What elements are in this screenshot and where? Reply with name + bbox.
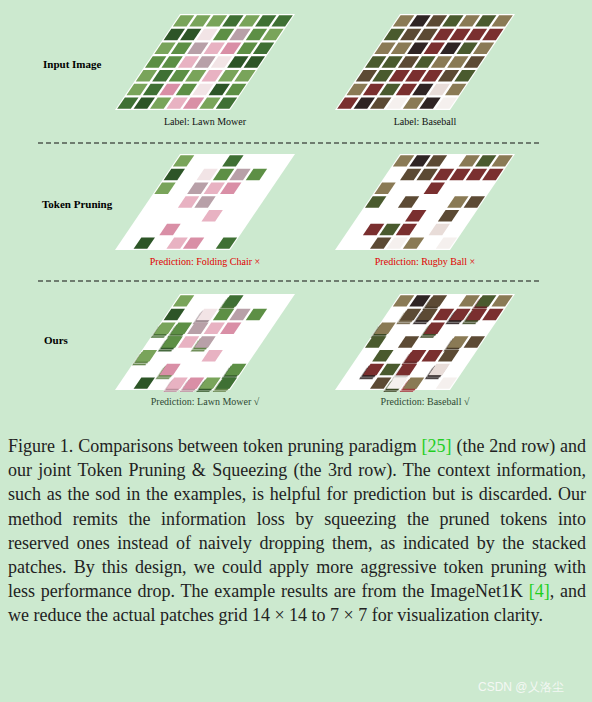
patch-grid [105, 292, 305, 392]
image-patch [220, 183, 241, 194]
image-patch [271, 15, 292, 26]
image-patch [374, 183, 395, 194]
image-patch [396, 224, 417, 235]
image-patch [365, 196, 386, 207]
image-patch [220, 323, 241, 334]
prediction-label: Prediction: Baseball √ [325, 396, 525, 407]
ground-truth-label: Label: Baseball [325, 116, 525, 127]
image-patch [405, 210, 426, 221]
panel-background [335, 14, 515, 110]
image-patch [464, 56, 485, 67]
image-patch [372, 350, 393, 361]
image-patch [159, 364, 180, 375]
image-panel: Prediction: Baseball √ [325, 292, 525, 412]
image-patch [216, 237, 237, 248]
image-patch [222, 155, 243, 166]
image-patch [201, 210, 222, 221]
image-patch [429, 224, 450, 235]
image-patch [222, 295, 243, 306]
image-panel: Prediction: Rugby Ball × [325, 152, 525, 272]
image-patch [398, 336, 419, 347]
image-panel: Prediction: Folding Chair × [105, 152, 305, 272]
image-patch [244, 56, 265, 67]
image-patch [216, 377, 237, 388]
image-patch [154, 183, 175, 194]
patch-grid [325, 12, 525, 112]
image-patch [398, 196, 419, 207]
image-patch [482, 309, 503, 320]
image-patch [436, 237, 457, 248]
image-patch [403, 237, 424, 248]
image-patch [491, 15, 512, 26]
image-patch [173, 295, 194, 306]
ground-truth-label: Label: Lawn Mower [105, 116, 305, 127]
watermark: CSDN @乂洛尘 [478, 679, 564, 696]
image-patch [262, 29, 283, 40]
row-label: Ours [44, 334, 68, 346]
image-patch [173, 155, 194, 166]
image-patch [136, 350, 157, 361]
image-panel: Label: Baseball [325, 12, 525, 132]
panel-background [115, 294, 295, 390]
panel-background [335, 154, 515, 250]
image-patch [164, 309, 185, 320]
image-patch [429, 364, 450, 375]
prediction-label: Prediction: Folding Chair × [105, 256, 305, 267]
patch-grid [105, 12, 305, 112]
row-divider [38, 142, 540, 143]
row-divider [38, 280, 540, 281]
row-label: Input Image [43, 58, 101, 70]
patch-grid [325, 152, 525, 252]
image-patch [426, 155, 447, 166]
image-patch [424, 183, 445, 194]
image-patch [436, 377, 457, 388]
image-patch [436, 97, 457, 108]
image-patch [183, 237, 204, 248]
image-panel: Prediction: Lawn Mower √ [105, 292, 305, 412]
image-patch [246, 169, 267, 180]
prediction-label: Prediction: Rugby Ball × [325, 256, 525, 267]
image-patch [424, 323, 445, 334]
image-patch [365, 336, 386, 347]
image-patch [253, 43, 274, 54]
image-patch [246, 309, 267, 320]
image-patch [473, 43, 494, 54]
image-patch [374, 323, 395, 334]
image-patch [491, 155, 512, 166]
image-patch [194, 336, 215, 347]
row-label: Token Pruning [42, 198, 112, 210]
image-patch [445, 84, 466, 95]
prediction-label: Prediction: Lawn Mower √ [105, 396, 305, 407]
image-panel: Label: Lawn Mower [105, 12, 305, 132]
panel-background [335, 294, 515, 390]
image-patch [194, 196, 215, 207]
image-patch [225, 84, 246, 95]
image-patch [426, 295, 447, 306]
image-patch [201, 350, 222, 361]
figure-caption: Figure 1. Comparisons between token prun… [8, 434, 586, 628]
image-patch [225, 364, 246, 375]
image-patch [216, 97, 237, 108]
image-patch [482, 29, 503, 40]
image-patch [482, 169, 503, 180]
image-patch [164, 169, 185, 180]
image-patch [159, 224, 180, 235]
image-patch [491, 295, 512, 306]
image-patch [438, 350, 459, 361]
patch-grid [105, 152, 305, 252]
patch-grid [325, 292, 525, 392]
image-patch [403, 377, 424, 388]
image-patch [464, 196, 485, 207]
panel-background [115, 154, 295, 250]
image-patch [134, 377, 155, 388]
image-patch [454, 70, 475, 81]
panel-background [115, 14, 295, 110]
image-patch [438, 210, 459, 221]
image-patch [234, 70, 255, 81]
image-patch [134, 237, 155, 248]
image-patch [464, 336, 485, 347]
image-patch [396, 364, 417, 375]
